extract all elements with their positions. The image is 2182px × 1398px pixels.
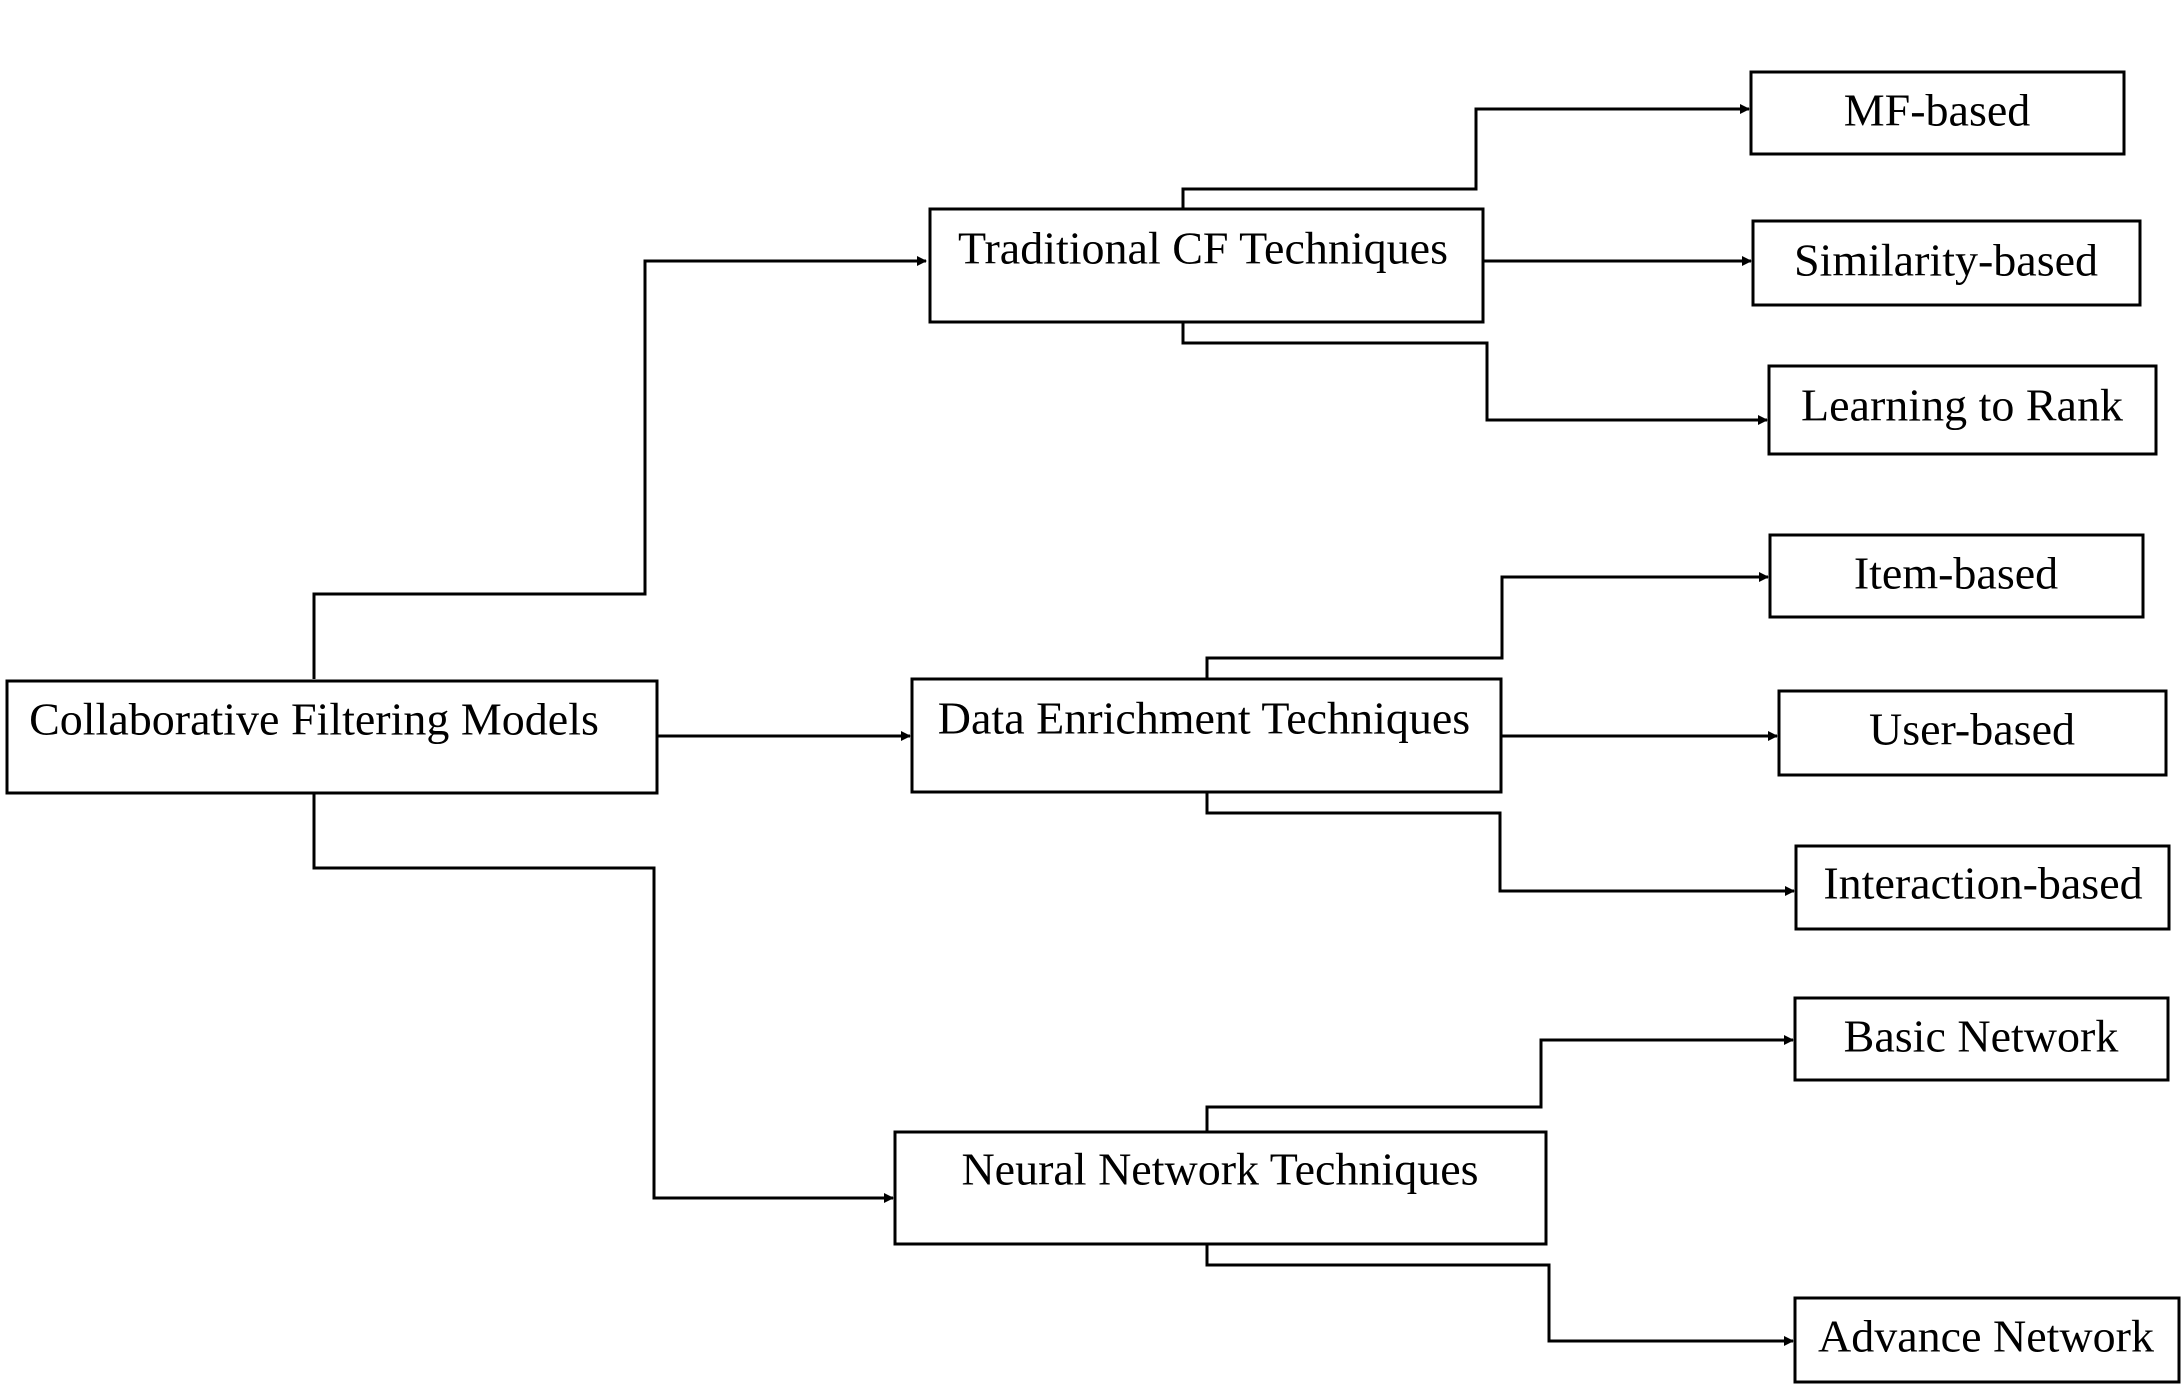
node-data-enrichment-techniques: Data Enrichment Techniques [910,677,1503,794]
connector-root-to-traditional [312,256,927,679]
connector-neural-to-advance [1205,1245,1794,1346]
node-mf-based: MF-based [1749,70,2126,156]
node-collaborative-filtering-models: Collaborative Filtering Models [5,679,659,795]
node-similarity-based: Similarity-based [1751,219,2142,307]
node-interaction-based: Interaction-based [1794,844,2171,931]
connector-root-to-neural [312,792,894,1203]
node-label-user-based: User-based [1869,704,2075,755]
node-label-item-based: Item-based [1854,548,2058,599]
connector-neural-to-basic [1205,1035,1794,1131]
node-neural-network-techniques: Neural Network Techniques [893,1130,1548,1246]
connector-data-to-interaction [1205,793,1795,896]
connector-traditional-to-ltr [1181,323,1768,425]
connector-traditional-to-mf [1181,104,1750,209]
node-label-advance-network: Advance Network [1818,1311,2154,1362]
node-label-learning-to-rank: Learning to Rank [1801,380,2123,431]
node-learning-to-rank: Learning to Rank [1767,364,2158,456]
node-label-basic-network: Basic Network [1844,1011,2119,1062]
node-label-neural: Neural Network Techniques [961,1144,1478,1195]
node-label-similarity-based: Similarity-based [1794,235,2098,286]
connector-data-to-item [1205,572,1769,679]
node-label-traditional: Traditional CF Techniques [958,223,1448,274]
node-advance-network: Advance Network [1793,1296,2181,1384]
node-item-based: Item-based [1768,533,2145,619]
node-label-mf-based: MF-based [1844,85,2031,136]
node-user-based: User-based [1777,689,2168,777]
node-label-data-enrichment: Data Enrichment Techniques [938,693,1470,744]
node-basic-network: Basic Network [1793,996,2170,1082]
node-traditional-cf-techniques: Traditional CF Techniques [928,207,1485,324]
node-label-interaction-based: Interaction-based [1823,858,2142,909]
node-label-root: Collaborative Filtering Models [29,694,599,745]
